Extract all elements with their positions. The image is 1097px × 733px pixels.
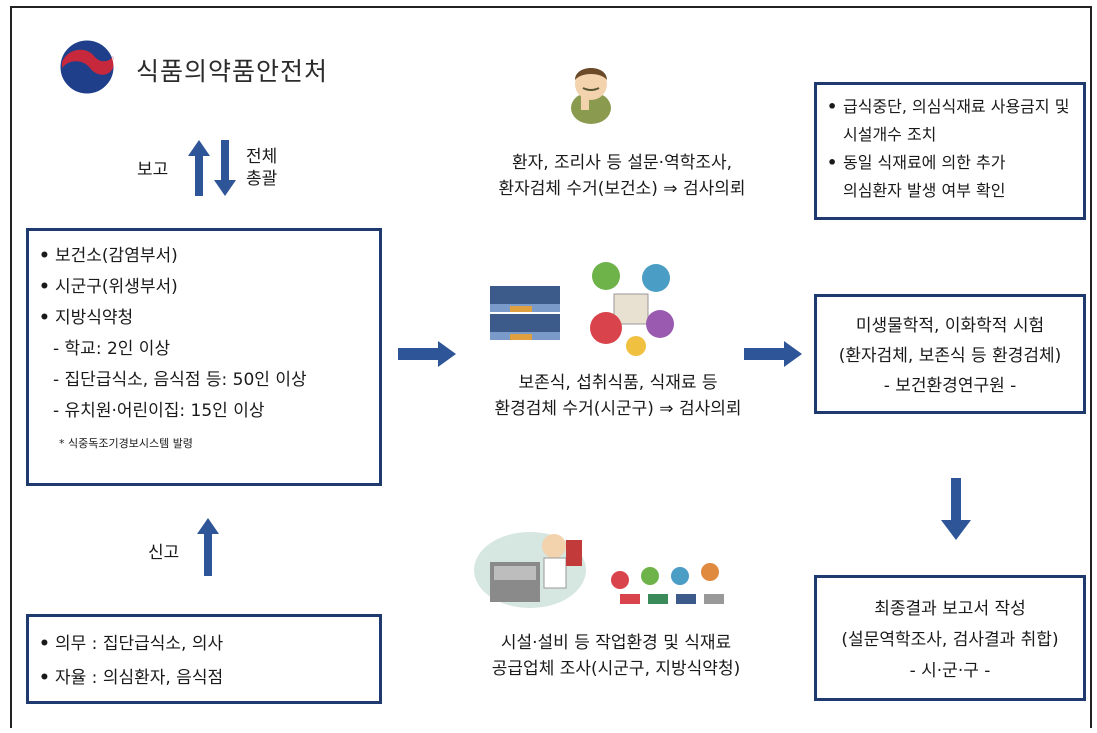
bullet-dot: • — [39, 277, 50, 297]
environment-sample-step: 보존식, 섭취식품, 식재료 등 환경검체 수거(시군구) ⇒ 검사의뢰 — [494, 373, 742, 419]
center-box-text: 지방식약청 — [55, 308, 134, 328]
right-arrow-lab-icon — [744, 341, 802, 367]
bullet-dot: • — [39, 246, 50, 266]
report-label: 신고 — [148, 543, 180, 563]
threshold-item: - 집단급식소, 음식점 등: 50인 이상 — [53, 370, 307, 390]
threshold-item: - 학교: 2인 이상 — [53, 339, 171, 359]
facility-investigation-step: 시설·설비 등 작업환경 및 식재료 공급업체 조사(시군구, 지방식약청) — [491, 633, 741, 679]
patient-survey-step: 환자, 조리사 등 설문·역학조사, 환자검체 수거(보건소) ⇒ 검사의뢰 — [498, 153, 746, 199]
kitchen-inspection-illustration-icon — [474, 532, 724, 608]
bullet-dot: • — [827, 97, 838, 116]
center-agency-box: •보건소(감염부서)•시군구(위생부서)•지방식약청 - 학교: 2인 이상- … — [26, 228, 382, 486]
sick-patient-illustration-icon — [571, 68, 611, 124]
center-box-item: •보건소(감염부서) — [39, 241, 369, 272]
center-box-item: •지방식약청 — [39, 303, 369, 334]
report-up-arrow-icon — [197, 518, 219, 576]
action-line: 시설개수 조치 — [843, 125, 937, 144]
up-arrow-icon — [188, 140, 210, 196]
reporter-text: 의무 : 집단급식소, 의사 — [55, 634, 224, 654]
diagram-frame — [10, 6, 1092, 728]
down-arrow-icon — [214, 140, 236, 196]
oversight-label: 전체 총괄 — [246, 147, 278, 189]
agency-name: 식품의약품안전처 — [136, 57, 329, 86]
bullet-dot: • — [39, 634, 50, 654]
reporter-item: •의무 : 집단급식소, 의사 — [39, 627, 369, 661]
center-box-text: 시군구(위생부서) — [55, 277, 178, 297]
report-up-label: 보고 — [137, 160, 169, 180]
right-arrow-icon — [398, 341, 456, 367]
food-sample-storage-illustration-icon — [490, 262, 674, 356]
reporter-box: •의무 : 집단급식소, 의사•자율 : 의심환자, 음식점 — [26, 614, 382, 704]
bullet-dot: • — [39, 308, 50, 328]
taegeuk-emblem-icon — [59, 39, 115, 95]
down-arrow-final-icon — [941, 478, 971, 540]
early-warning-note: * 식중독조기경보시스템 발령 — [59, 437, 193, 450]
mfds-logo: 식품의약품안전처 — [58, 38, 358, 98]
bullet-dot: • — [39, 668, 50, 688]
bullet-dot: • — [827, 153, 838, 172]
action-line: 급식중단, 의심식재료 사용금지 및 — [843, 97, 1070, 116]
center-box-text: 보건소(감염부서) — [55, 246, 178, 266]
center-box-item: •시군구(위생부서) — [39, 272, 369, 303]
reporter-item: •자율 : 의심환자, 음식점 — [39, 661, 369, 695]
action-line: 의심환자 발생 여부 확인 — [843, 181, 1006, 200]
final-report-box: 최종결과 보고서 작성 (설문역학조사, 검사결과 취합) - 시·군·구 - — [814, 575, 1086, 701]
reporter-text: 자율 : 의심환자, 음식점 — [55, 668, 224, 688]
threshold-item: - 유치원·어린이집: 15인 이상 — [53, 401, 265, 421]
lab-test-box: 미생물학적, 이화학적 시험 (환자검체, 보존식 등 환경검체) - 보건환경… — [814, 294, 1086, 414]
action-line: 동일 식재료에 의한 추가 — [843, 153, 1006, 172]
